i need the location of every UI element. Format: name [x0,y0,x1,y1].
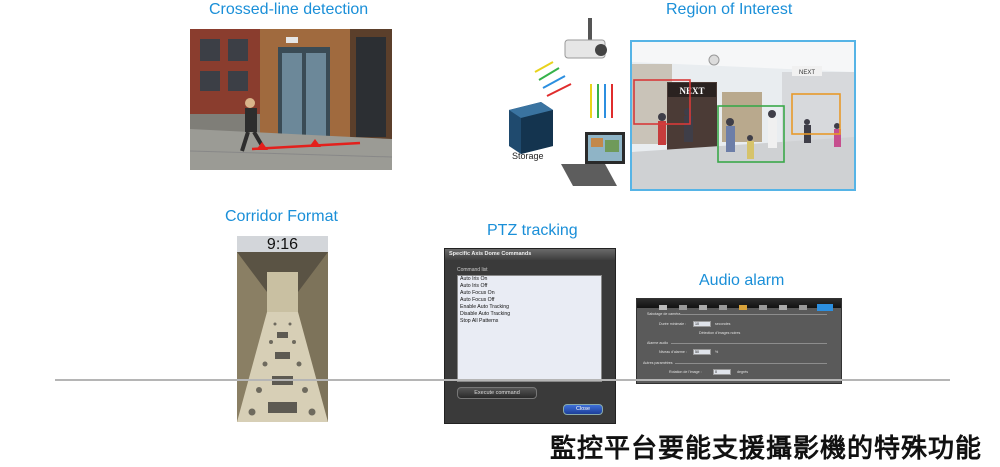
command-item[interactable]: Stop All Patterns [460,318,499,324]
black-image-checkbox-label[interactable]: Détection d'images noires [699,331,741,335]
section-camera-sabotage: Sabotage de caméra [647,312,681,316]
roi-store-sign: NEXT [679,86,704,96]
command-list-label: Command list [457,267,488,273]
corridor-format-photo: 9:16 [237,236,328,422]
title-audio-alarm: Audio alarm [699,272,785,289]
alarm-level-label: Niveau d'alarme : [659,350,687,354]
rotation-label: Rotation de l'image : [669,370,702,374]
duration-input[interactable]: 10 [693,321,711,327]
storage-label: Storage [512,151,544,161]
corridor-clock: 9:16 [237,236,328,253]
crossed-line-photo [190,29,392,170]
section-divider [677,314,827,315]
title-crossed-line: Crossed-line detection [209,1,369,18]
section-audio-alarm: Alarme audio [647,341,669,345]
audio-alarm-panel: Sabotage de caméra Durée minimale : 10 s… [636,298,842,384]
rotation-unit: degrés [737,370,748,374]
command-item[interactable]: Auto Iris On [460,276,488,282]
execute-command-button[interactable]: Execute command [457,387,537,399]
duration-unit: secondes [715,322,731,326]
rotation-input[interactable]: 0 [713,369,731,375]
section-other-settings: Autres paramètres [643,361,673,365]
toolbar-icons [659,304,833,311]
slide-caption: 監控平台要能支援攝影機的特殊功能 [549,434,982,464]
corridor-illustration [237,252,328,422]
command-item[interactable]: Auto Focus On [460,290,495,296]
command-item[interactable]: Auto Focus Off [460,297,495,303]
command-list[interactable]: Auto Iris On Auto Iris Off Auto Focus On… [457,275,602,382]
region-of-interest-photo: NEXT NEXT [630,40,856,191]
roi-illustration: NEXT NEXT [632,42,854,189]
title-corridor-format: Corridor Format [225,208,338,225]
command-item[interactable]: Auto Iris Off [460,283,488,289]
title-ptz-tracking: PTZ tracking [487,222,578,239]
command-item[interactable]: Disable Auto Tracking [460,311,511,317]
roi-sign-2: NEXT [799,70,815,76]
network-illustration [509,18,625,186]
section-divider [671,343,827,344]
duration-label: Durée minimale : [659,322,687,326]
horizontal-divider [55,379,950,381]
command-item[interactable]: Enable Auto Tracking [460,304,510,310]
title-region-of-interest: Region of Interest [666,1,793,18]
audio-toolbar [637,299,841,311]
crossed-line-illustration [190,29,392,170]
alarm-level-input[interactable]: 50 [693,349,711,355]
ptz-command-window: Specific Axis Dome Commands Command list… [444,248,616,424]
close-button[interactable]: Close [563,404,603,415]
ptz-window-title: Specific Axis Dome Commands [445,249,615,260]
section-divider [675,363,827,364]
alarm-level-unit: % [715,350,719,354]
